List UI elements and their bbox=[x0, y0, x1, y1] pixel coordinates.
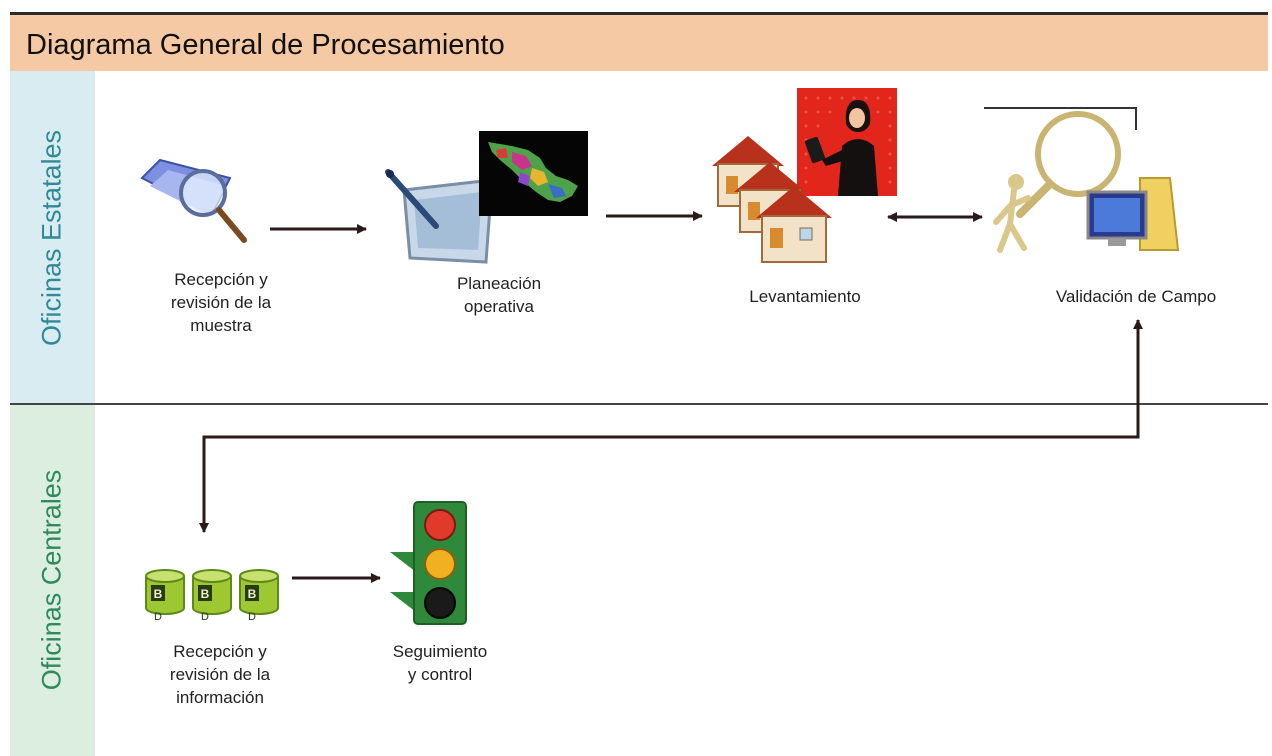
svg-text:D: D bbox=[154, 611, 162, 623]
db-letter-2: B bbox=[201, 587, 210, 601]
node-recepcion-informacion: Recepción y revisión de la información bbox=[169, 642, 271, 707]
node-planeacion: Planeación operativa bbox=[456, 274, 542, 316]
computer-monitor-icon bbox=[1086, 177, 1180, 251]
magnifier-folder-icon bbox=[140, 158, 247, 243]
node-levantamiento: Levantamiento bbox=[749, 287, 861, 306]
lane-label-centrales: Oficinas Centrales bbox=[10, 404, 94, 756]
svg-text:D: D bbox=[248, 611, 256, 623]
database-cylinders-icon: B D B D B D bbox=[145, 569, 279, 623]
mexico-map-icon bbox=[479, 131, 588, 216]
lane-separator bbox=[94, 71, 95, 756]
diagram-title: Diagrama General de Procesamiento bbox=[26, 29, 505, 61]
figure-magnifier-icon bbox=[984, 107, 1137, 253]
connector-informacion-to-validacion bbox=[199, 319, 1143, 533]
pen-tablet-icon bbox=[385, 169, 494, 264]
woman-presenter-icon bbox=[797, 88, 897, 196]
node-seguimiento: Seguimiento y control bbox=[392, 642, 488, 684]
svg-text:D: D bbox=[201, 611, 209, 623]
db-letter-3: B bbox=[248, 587, 257, 601]
db-letter-1: B bbox=[154, 587, 163, 601]
traffic-light-icon bbox=[390, 501, 467, 625]
title-bar: Diagrama General de Procesamiento bbox=[10, 12, 1268, 71]
houses-icon bbox=[712, 136, 832, 263]
node-validacion: Validación de Campo bbox=[1055, 287, 1217, 306]
node-recepcion-muestra: Recepción y revisión de la muestra bbox=[170, 270, 272, 335]
lane-label-estatales: Oficinas Estatales bbox=[10, 71, 94, 404]
